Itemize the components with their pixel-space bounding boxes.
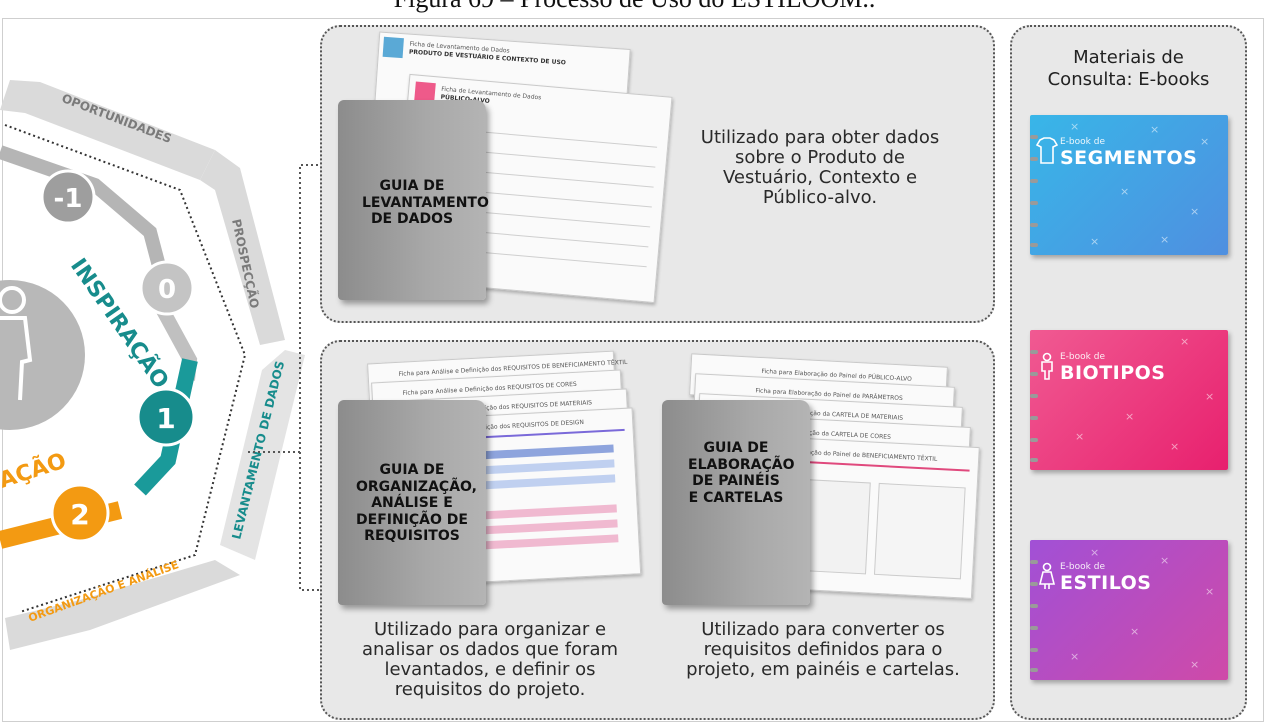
- figure-caption: Figura 69 – Processo de Uso do ESTILOOM.…: [0, 0, 1269, 14]
- svg-text:0: 0: [158, 275, 176, 305]
- ebook-segmentos-title: SEGMENTOS: [1060, 147, 1198, 169]
- folder-elaboracao: GUIA DE ELABORAÇÃO DE PAINÉIS E CARTELAS: [662, 400, 810, 605]
- process-diagram: -1 0 1 2 OPORTUNIDADES PROSPECÇÃO LEVANT…: [0, 80, 320, 650]
- svg-text:1: 1: [156, 402, 175, 435]
- materials-title: Materiais de Consulta: E-books: [1047, 47, 1210, 90]
- ebook-estilos-small: E-book de: [1060, 562, 1105, 572]
- ebook-estilos[interactable]: E-book de ESTILOS ××××××: [1030, 540, 1228, 680]
- folder-elaboracao-label: GUIA DE ELABORAÇÃO DE PAINÉIS E CARTELAS: [688, 440, 795, 506]
- ebook-biotipos[interactable]: E-book de BIOTIPOS ×××××: [1030, 330, 1228, 470]
- ebook-biotipos-title: BIOTIPOS: [1060, 362, 1166, 384]
- ebook-segmentos-small: E-book de: [1060, 137, 1105, 147]
- step-text-minus-1: -1: [54, 184, 83, 214]
- shirt-icon: [1036, 137, 1058, 164]
- svg-text:2: 2: [70, 498, 89, 531]
- ebook-biotipos-small: E-book de: [1060, 352, 1105, 362]
- label-criacao-fragment: AÇÃO: [0, 448, 69, 494]
- band-prospeccao: [200, 150, 285, 345]
- step-0: 0: [139, 260, 195, 316]
- band-levantamento: [220, 350, 305, 560]
- step-2: 2: [50, 483, 110, 543]
- dress-icon: [1038, 562, 1056, 589]
- folder-organizacao-label: GUIA DE ORGANIZAÇÃO, ANÁLISE E DEFINIÇÃO…: [356, 462, 477, 545]
- band-oportunidades: [0, 80, 215, 180]
- desc-elaboracao: Utilizado para converter os requisitos d…: [686, 619, 960, 681]
- folder-levantamento-label: GUIA DE LEVANTAMENTO DE DADOS: [362, 178, 489, 228]
- folder-levantamento: GUIA DE LEVANTAMENTO DE DADOS: [338, 100, 489, 300]
- desc-organizacao: Utilizado para organizar e analisar os d…: [361, 619, 619, 701]
- step-1: 1: [136, 387, 196, 447]
- ebook-segmentos[interactable]: E-book de SEGMENTOS ×××××××: [1030, 115, 1228, 255]
- person-icon: [0, 286, 33, 401]
- person-icon: [1041, 352, 1053, 380]
- step-minus-1: -1: [40, 169, 96, 225]
- ebook-estilos-title: ESTILOS: [1060, 572, 1152, 594]
- folder-organizacao: GUIA DE ORGANIZAÇÃO, ANÁLISE E DEFINIÇÃO…: [338, 400, 486, 605]
- desc-levantamento: Utilizado para obter dados sobre o Produ…: [700, 127, 940, 209]
- band-organizacao: [5, 560, 240, 650]
